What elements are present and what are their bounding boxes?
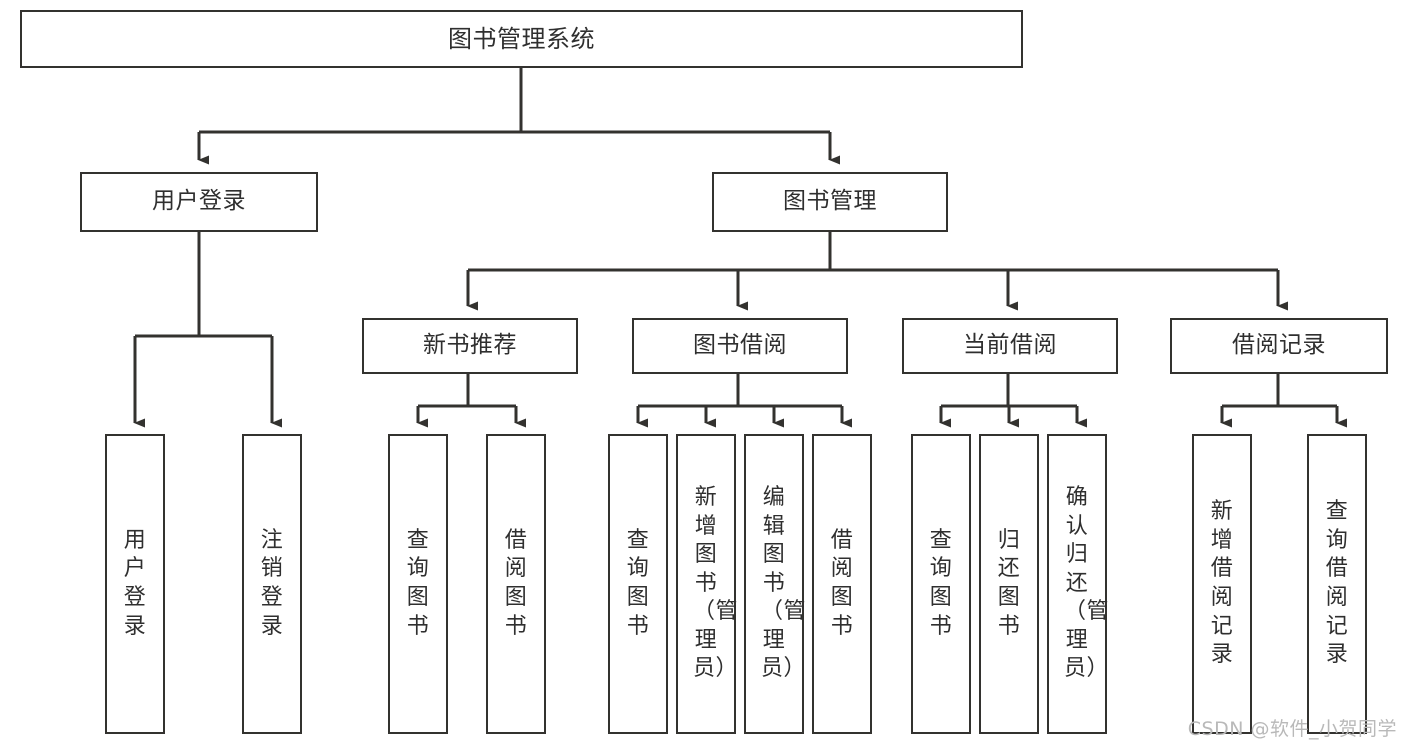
node-leaf-return-book[interactable]: 归还图书 (979, 434, 1039, 734)
node-new-book-recommend[interactable]: 新书推荐 (362, 318, 578, 374)
node-leaf-query-record-label: 查询借阅记录 (1325, 499, 1349, 668)
csdn-watermark: CSDN @软件_小贺同学 (1187, 718, 1397, 740)
node-leaf-user-logout[interactable]: 注销登录 (242, 434, 302, 734)
node-leaf-edit-book-label: 编辑图书（管理员） (761, 484, 807, 682)
node-leaf-user-logout-label: 注销登录 (260, 527, 284, 639)
node-new-book-recommend-label: 新书推荐 (423, 332, 517, 359)
node-leaf-borrow-book-1-label: 借阅图书 (504, 527, 528, 639)
node-leaf-add-book-label: 新增图书（管理员） (693, 484, 739, 682)
node-book-borrow[interactable]: 图书借阅 (632, 318, 848, 374)
node-leaf-query-book-1-label: 查询图书 (406, 527, 430, 639)
node-user-login-label: 用户登录 (152, 188, 246, 215)
node-leaf-confirm-return-label: 确认归还（管理员） (1064, 484, 1110, 682)
node-borrow-record-label: 借阅记录 (1232, 332, 1326, 359)
node-root-system[interactable]: 图书管理系统 (20, 10, 1023, 68)
node-leaf-confirm-return[interactable]: 确认归还（管理员） (1047, 434, 1110, 734)
node-leaf-borrow-book-2[interactable]: 借阅图书 (812, 434, 872, 734)
node-root-system-label: 图书管理系统 (448, 24, 595, 53)
node-book-borrow-label: 图书借阅 (693, 332, 787, 359)
node-user-login[interactable]: 用户登录 (80, 172, 318, 232)
node-leaf-query-book-2-label: 查询图书 (626, 527, 650, 639)
node-leaf-edit-book[interactable]: 编辑图书（管理员） (744, 434, 807, 734)
node-leaf-query-record[interactable]: 查询借阅记录 (1307, 434, 1367, 734)
node-leaf-borrow-book-1[interactable]: 借阅图书 (486, 434, 546, 734)
node-leaf-query-book-3[interactable]: 查询图书 (911, 434, 971, 734)
node-current-borrow-label: 当前借阅 (963, 332, 1057, 359)
node-book-manage-label: 图书管理 (783, 188, 877, 215)
node-leaf-query-book-2[interactable]: 查询图书 (608, 434, 668, 734)
node-leaf-user-login[interactable]: 用户登录 (105, 434, 165, 734)
node-leaf-query-book-3-label: 查询图书 (929, 527, 953, 639)
node-leaf-add-book[interactable]: 新增图书（管理员） (676, 434, 739, 734)
node-borrow-record[interactable]: 借阅记录 (1170, 318, 1388, 374)
node-leaf-add-record[interactable]: 新增借阅记录 (1192, 434, 1252, 734)
node-leaf-add-record-label: 新增借阅记录 (1210, 499, 1234, 668)
node-current-borrow[interactable]: 当前借阅 (902, 318, 1118, 374)
node-leaf-query-book-1[interactable]: 查询图书 (388, 434, 448, 734)
node-leaf-borrow-book-2-label: 借阅图书 (830, 527, 854, 639)
node-leaf-return-book-label: 归还图书 (997, 527, 1021, 639)
node-leaf-user-login-label: 用户登录 (123, 527, 147, 639)
node-book-manage[interactable]: 图书管理 (712, 172, 948, 232)
